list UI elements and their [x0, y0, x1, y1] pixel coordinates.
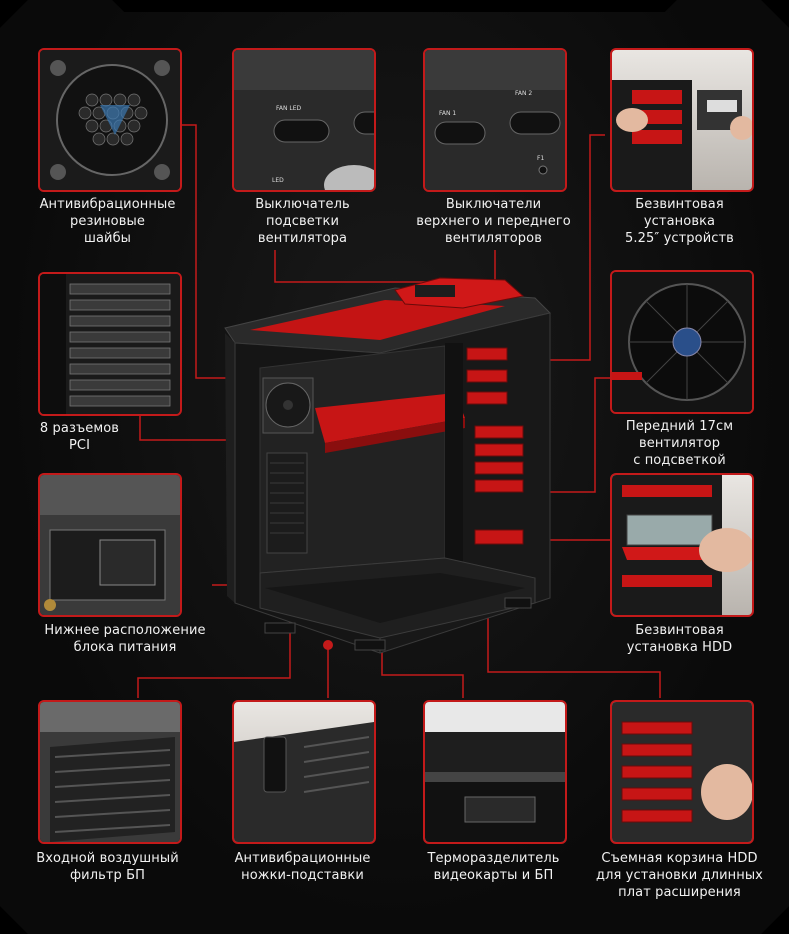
thumb-psu-filter: [38, 700, 182, 844]
thumb-thermal-divider: [423, 700, 567, 844]
thumb-rubber-grommets: [38, 48, 182, 192]
label-fan1: FAN 1: [439, 110, 457, 117]
thumb-anti-vibration-feet: [232, 700, 376, 844]
thumb-pci-slots: [38, 272, 182, 416]
thumb-front-fan: [610, 270, 754, 414]
thumb-removable-hdd-cage: [610, 700, 754, 844]
thumb-toolless-hdd: [610, 473, 754, 617]
pc-case-image: [224, 277, 551, 654]
label-f1: F1: [537, 155, 545, 162]
label-fan-led: FAN LED: [276, 105, 302, 112]
label-led: LED: [272, 177, 284, 184]
label-fan2: FAN 2: [515, 90, 533, 97]
thumb-toolless-525: [610, 48, 754, 192]
thumb-fan-switches: FAN 1 FAN 2 F1: [423, 48, 567, 192]
thumb-fan-light-switch: FAN LED LED: [232, 48, 376, 192]
thumb-bottom-psu: [38, 473, 182, 617]
